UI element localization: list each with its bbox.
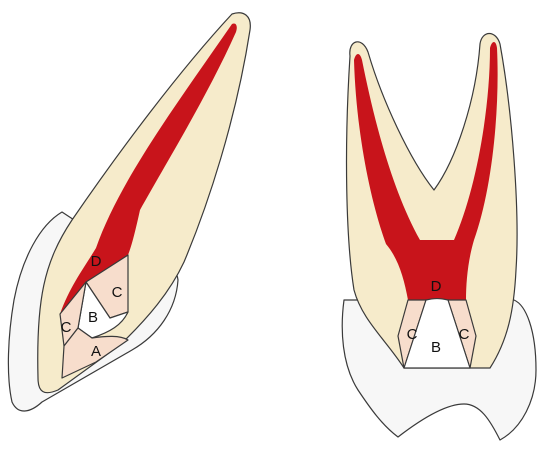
left-label-b: B <box>88 309 98 326</box>
left-label-c-lower: C <box>61 319 72 336</box>
right-tooth: D C B C <box>342 34 536 441</box>
left-tooth: D C B C A <box>8 13 250 411</box>
right-label-b: B <box>431 339 441 356</box>
right-label-d: D <box>431 278 442 295</box>
left-label-c-upper: C <box>112 284 123 301</box>
right-label-c-right: C <box>459 326 470 343</box>
left-label-a: A <box>91 343 101 360</box>
left-label-d: D <box>91 253 102 270</box>
right-label-c-left: C <box>407 326 418 343</box>
